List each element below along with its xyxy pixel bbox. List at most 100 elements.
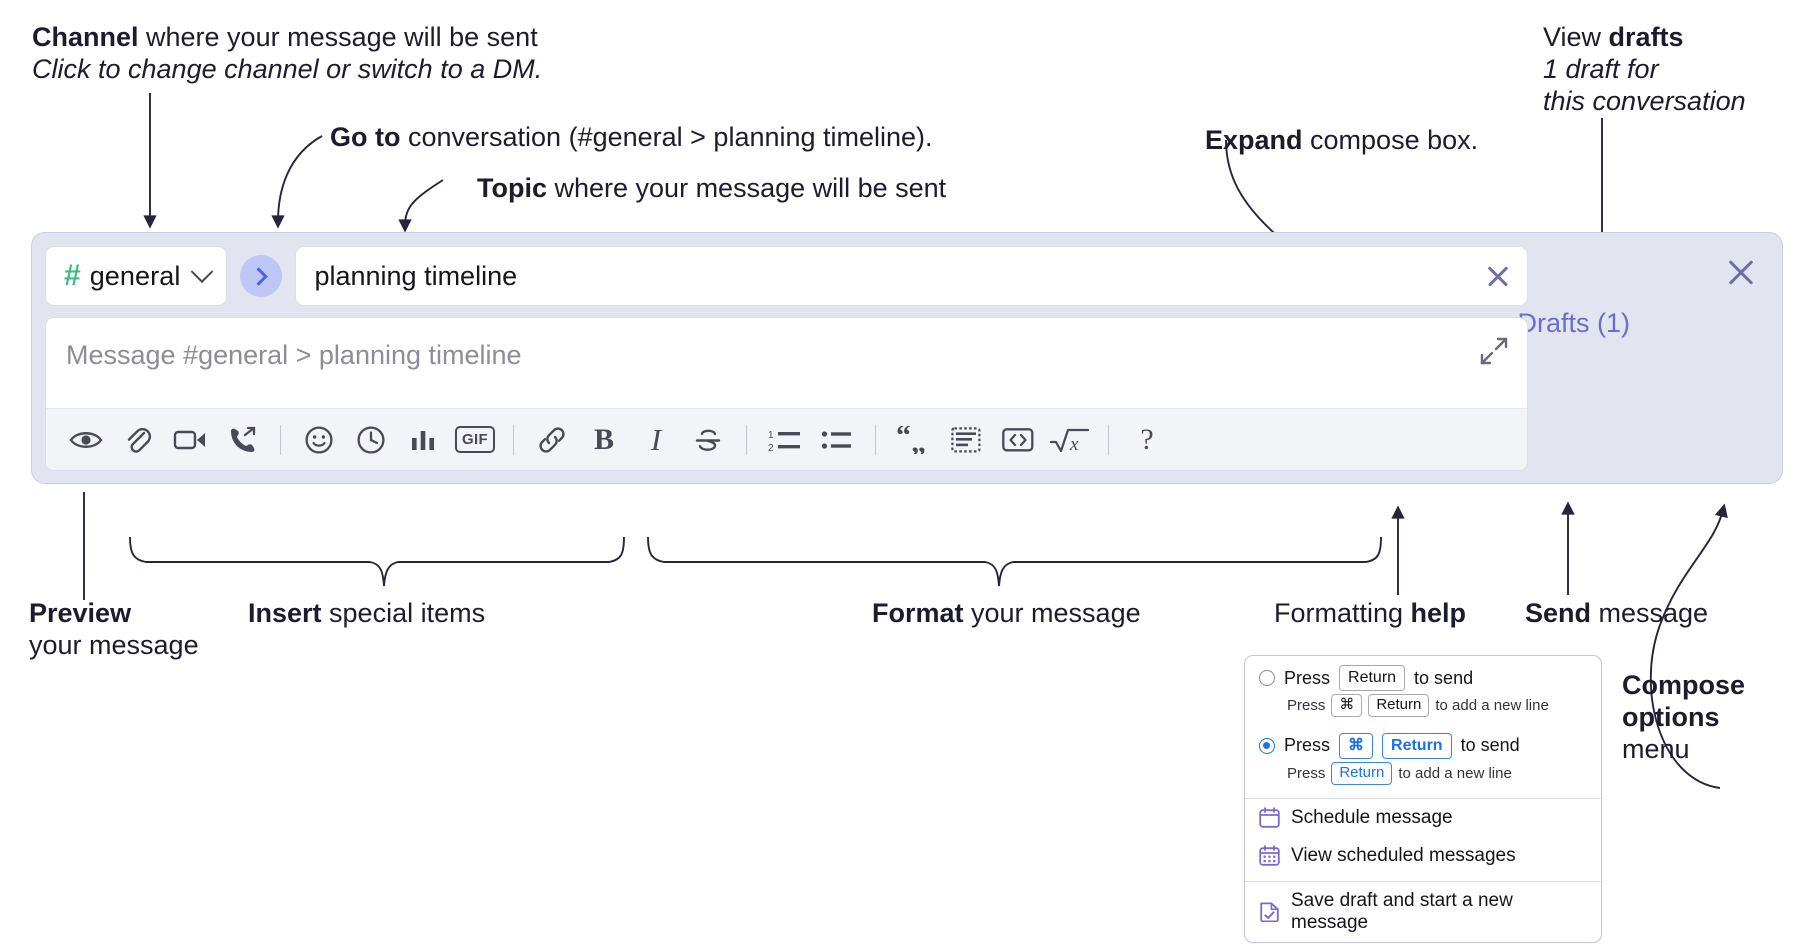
svg-text:x: x	[1069, 434, 1079, 455]
annotation-send: Send message	[1525, 598, 1708, 630]
annotation-insert: Insert special items	[248, 598, 485, 630]
menu-item-view-scheduled-messages[interactable]: View scheduled messages	[1245, 837, 1601, 875]
annotation-compose-options-line1: Compose	[1622, 670, 1746, 700]
menu-item-label: Schedule message	[1291, 806, 1453, 828]
annotation-expand: Expand compose box.	[1205, 125, 1478, 157]
key-return: Return	[1368, 694, 1430, 717]
italic-icon[interactable]: I	[630, 417, 682, 463]
annotation-channel-bold: Channel	[32, 22, 139, 52]
attachment-icon[interactable]	[112, 417, 164, 463]
help-label: ?	[1140, 422, 1154, 456]
message-placeholder: Message #general > planning timeline	[66, 340, 522, 370]
annotation-goto-rest: conversation (#general > planning timeli…	[400, 122, 933, 152]
bold-label: B	[593, 422, 614, 456]
annotation-help: Formatting help	[1274, 598, 1466, 630]
channel-selector[interactable]: # general	[45, 246, 228, 306]
bulleted-list-icon[interactable]	[811, 417, 863, 463]
italic-label: I	[650, 421, 662, 457]
annotation-send-rest: message	[1591, 598, 1709, 628]
toolbar-divider	[1108, 424, 1109, 455]
compose-options-menu: Press Return to send Press ⌘ Return to a…	[1244, 655, 1602, 943]
message-editor[interactable]: Message #general > planning timeline	[45, 317, 1528, 471]
toolbar-divider	[875, 424, 876, 455]
option2-pre: Press	[1284, 735, 1331, 756]
option-cmd-return-to-send[interactable]: Press ⌘ Return to send	[1245, 724, 1601, 760]
clear-topic-icon[interactable]	[1483, 261, 1513, 291]
preview-icon[interactable]	[60, 417, 112, 463]
annotation-compose-options-line2: options	[1622, 701, 1720, 732]
svg-text:„: „	[911, 426, 926, 454]
menu-divider	[1245, 880, 1601, 882]
option2-hint: Press Return to add a new line	[1245, 760, 1601, 792]
annotation-format-rest: your message	[963, 598, 1141, 628]
key-command: ⌘	[1339, 732, 1374, 759]
option1-sub-post: to add a new line	[1435, 696, 1549, 714]
key-return: Return	[1331, 761, 1393, 785]
emoji-icon[interactable]	[293, 417, 345, 463]
menu-item-label: Save draft and start a new message	[1291, 889, 1513, 933]
channel-name: general	[89, 260, 181, 291]
option-return-to-send[interactable]: Press Return to send	[1245, 656, 1601, 692]
video-icon[interactable]	[164, 417, 216, 463]
code-inline-icon[interactable]	[992, 417, 1044, 463]
annotation-topic-bold: Topic	[477, 173, 547, 203]
radio-selected[interactable]	[1259, 737, 1275, 754]
topic-value: planning timeline	[314, 260, 518, 291]
link-icon[interactable]	[526, 417, 578, 463]
toolbar-divider	[513, 424, 514, 455]
gif-icon[interactable]: GIF	[449, 417, 501, 463]
option2-post: to send	[1460, 735, 1520, 756]
audio-call-icon[interactable]	[216, 417, 268, 463]
close-icon[interactable]	[1724, 255, 1758, 289]
annotation-preview-bold: Preview	[29, 598, 132, 628]
help-icon[interactable]: ?	[1121, 417, 1173, 463]
menu-divider	[1245, 797, 1601, 799]
menu-item-save-draft[interactable]: Save draft and start a new message	[1245, 882, 1601, 942]
key-command: ⌘	[1331, 694, 1363, 717]
svg-text:1: 1	[768, 430, 774, 441]
strikethrough-icon[interactable]	[682, 417, 734, 463]
formatting-toolbar: GIF B	[46, 408, 1527, 470]
drafts-link[interactable]: Drafts (1)	[1517, 308, 1630, 338]
code-block-icon[interactable]	[940, 417, 992, 463]
math-icon[interactable]: x	[1044, 417, 1096, 463]
expand-icon[interactable]	[1479, 336, 1509, 366]
annotation-topic-rest: where your message will be sent	[547, 173, 947, 203]
radio-unselected[interactable]	[1259, 670, 1275, 686]
toolbar-divider	[280, 424, 281, 455]
annotation-preview-line2: your message	[29, 629, 199, 660]
clock-icon[interactable]	[345, 417, 397, 463]
save-draft-icon	[1260, 902, 1279, 922]
compose-header-row: # general planning timeline	[45, 245, 1528, 307]
annotation-goto-bold: Go to	[330, 122, 401, 152]
option2-sub-pre: Press	[1287, 764, 1326, 782]
annotation-compose-options-line3: menu	[1622, 733, 1690, 764]
goto-conversation-button[interactable]	[240, 255, 283, 297]
chevron-down-icon	[191, 260, 214, 284]
annotation-topic: Topic where your message will be sent	[477, 173, 946, 205]
option1-hint: Press ⌘ Return to add a new line	[1245, 692, 1601, 724]
ordered-list-icon[interactable]: 1 2	[759, 417, 811, 463]
annotation-insert-rest: special items	[321, 598, 486, 628]
annotation-send-bold: Send	[1525, 598, 1592, 628]
option1-sub-pre: Press	[1287, 696, 1326, 714]
calendar-grid-icon	[1259, 845, 1280, 866]
key-return: Return	[1339, 665, 1406, 691]
gif-label: GIF	[455, 426, 495, 453]
topic-input[interactable]: planning timeline	[295, 246, 1528, 306]
annotation-compose-options: Compose options menu	[1622, 670, 1745, 766]
annotation-drafts-bold: drafts	[1608, 22, 1684, 52]
bold-icon[interactable]: B	[578, 417, 630, 463]
menu-item-schedule-message[interactable]: Schedule message	[1245, 799, 1601, 837]
annotation-drafts: View drafts 1 draft for this conversatio…	[1543, 22, 1746, 118]
blockquote-icon[interactable]: “ „	[888, 417, 940, 463]
poll-icon[interactable]	[397, 417, 449, 463]
annotation-goto: Go to conversation (#general > planning …	[330, 122, 933, 154]
annotation-channel-rest: where your message will be sent	[138, 22, 538, 52]
annotation-drafts-italic-2: this conversation	[1543, 85, 1746, 116]
annotation-help-bold: help	[1410, 598, 1467, 628]
annotation-channel: Channel where your message will be sent …	[32, 22, 542, 86]
annotation-drafts-italic-1: 1 draft for	[1543, 53, 1659, 84]
annotation-format: Format your message	[872, 598, 1141, 630]
